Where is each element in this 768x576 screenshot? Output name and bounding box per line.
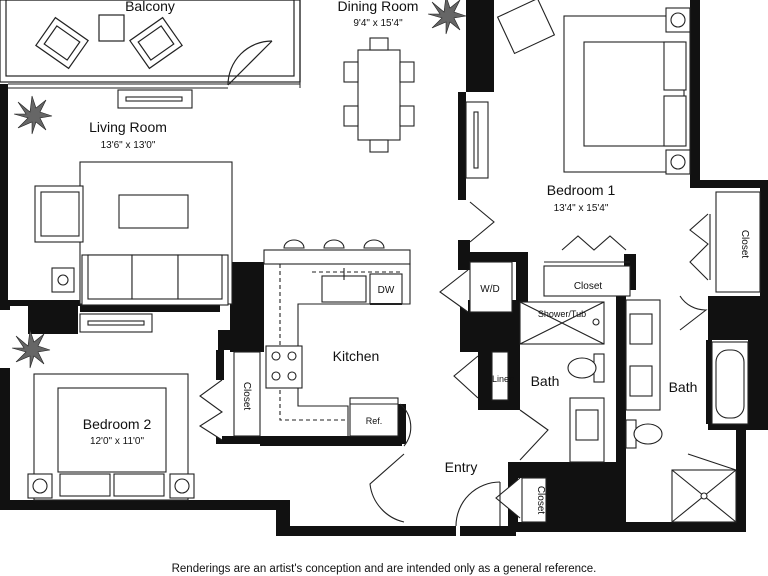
bedroom2-bed [27,373,195,501]
dining-room-dims: 9'4" x 15'4" [353,18,403,29]
room-labels: Balcony Dining Room 9'4" x 15'4" Living … [83,0,750,514]
closet-entry-label: Closet [535,486,546,515]
entry-label: Entry [445,459,478,475]
kitchen-sink [321,268,367,303]
living-room-lines [8,76,301,89]
balcony-chair-left [35,16,89,70]
bath-left-vanity [569,397,605,463]
linen-closet [453,351,509,401]
living-room-label: Living Room [89,119,167,135]
entry-closet [495,477,547,523]
balcony-chair-right [129,16,183,70]
balcony-label: Balcony [125,0,175,14]
kitchen-counter [263,249,411,436]
kitchen-label: Kitchen [333,348,380,364]
living-coffee-table [118,194,189,229]
bedroom1-bed [563,7,691,175]
bedroom2-tv-console [79,313,153,333]
balcony-area [0,0,301,83]
bedroom1-dims: 13'4" x 15'4" [554,203,609,214]
living-room-dims: 13'6" x 13'0" [101,140,156,151]
bath-right-tub [711,341,749,425]
exterior-walls [0,0,768,536]
bedroom1-tv-console [465,101,489,179]
bath-right-shower [671,453,737,523]
balcony-door [227,40,273,86]
kitchen-dishwasher [369,273,403,305]
living-sofa [81,254,229,306]
bedroom2-dims: 12'0" x 11'0" [90,436,145,447]
wd-label: W/D [480,284,499,295]
ref-label: Ref. [366,416,383,426]
bedroom1-label: Bedroom 1 [547,182,616,198]
bedroom2-label: Bedroom 2 [83,416,152,432]
dw-label: DW [378,285,395,296]
bath-left-tub [519,301,605,345]
bedroom1-closet-right [709,191,761,293]
living-tv-console [117,89,193,109]
bath-left-toilet [567,353,605,383]
bath-right-toilet [625,419,663,449]
bedroom1-chair [496,0,556,55]
dining-table [343,37,415,153]
living-armchair [34,185,84,243]
laundry-closet [439,261,513,313]
plant-icon-living [13,95,53,135]
bath-right-vanity [625,299,661,411]
closet-bedroom1-right-label: Closet [739,230,750,259]
bedroom1-doors [469,201,709,331]
plant-icon-dining [427,0,467,35]
bath-left-label: Bath [531,373,560,389]
bath-right-label: Bath [669,379,698,395]
bedroom1-closet-mid [543,261,631,297]
living-side-table [51,267,75,293]
disclaimer-text: Renderings are an artist's conception an… [171,563,597,575]
shower-tub-label: Shower/Tub [538,309,586,319]
closet-bedroom1-mid-label: Closet [574,281,603,292]
dining-room-label: Dining Room [338,0,419,14]
entry-doors [369,403,501,527]
closet-bedroom2-label: Closet [241,382,252,411]
kitchen-stools [283,239,385,249]
linen-label: Linen [492,374,514,384]
plant-icon-bedroom2 [11,329,51,369]
bath-left-door [519,409,549,461]
bedroom2-closet [198,351,261,441]
balcony-table [98,14,125,42]
kitchen-fridge [349,397,399,437]
kitchen-stove [265,345,303,389]
floor-plan: Balcony Dining Room 9'4" x 15'4" Living … [0,0,768,536]
